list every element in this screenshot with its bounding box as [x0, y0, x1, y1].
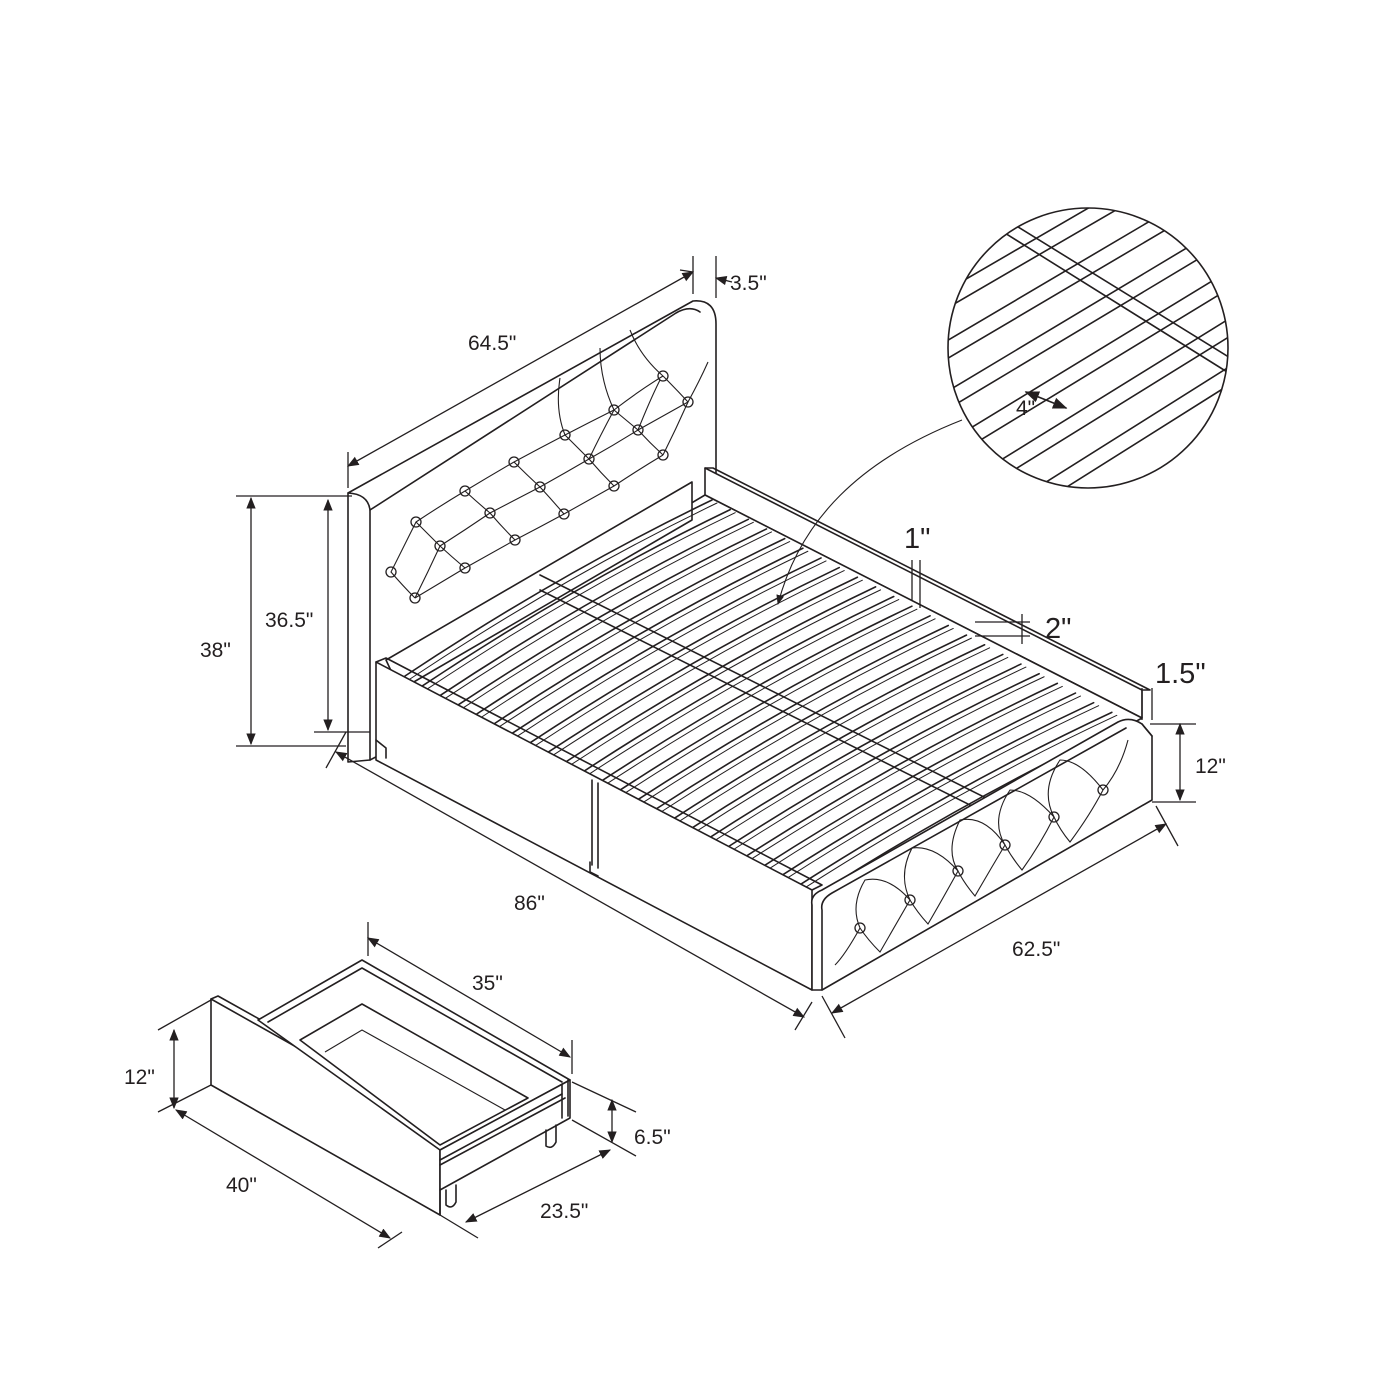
- bed-length-label: 86": [514, 892, 545, 915]
- rail-gap-label: 1": [904, 523, 930, 555]
- detail-slat-edge: [948, 281, 1228, 463]
- slat: [510, 557, 822, 735]
- slat-edge: [781, 705, 1100, 883]
- slat-detail-callout: [776, 207, 1229, 605]
- slat: [457, 528, 768, 706]
- slat-edge: [409, 502, 718, 680]
- drawer-inner-length-label: 35": [472, 972, 503, 995]
- detail-slat-edge: [948, 208, 1228, 319]
- slat-edge: [568, 589, 882, 767]
- drawer: [210, 959, 571, 1216]
- rail-height-label: 2": [1045, 613, 1071, 645]
- slat-edge: [480, 541, 791, 719]
- detail-slat: [948, 208, 1228, 349]
- bed-width-label: 62.5": [1012, 938, 1060, 961]
- slat: [404, 499, 713, 677]
- slat-edge: [533, 570, 845, 748]
- drawer-depth-label: 23.5": [540, 1200, 588, 1223]
- detail-slat-edge: [948, 233, 1228, 415]
- total-height-label: 38": [200, 639, 231, 662]
- slat-edge: [462, 531, 773, 709]
- footboard-height-label: 12": [1195, 755, 1226, 778]
- detail-slat: [953, 359, 1228, 488]
- footboard-thickness-label: 1.5": [1155, 658, 1206, 690]
- slat: [775, 701, 1095, 880]
- slat-edge: [427, 512, 736, 690]
- slat: [421, 508, 731, 687]
- slat-edge: [444, 521, 754, 699]
- dimension-lines: [157, 256, 1196, 1249]
- slat-spacing-label: 4": [1016, 397, 1035, 420]
- slat: [474, 537, 786, 716]
- slat: [581, 595, 895, 774]
- drawer-height-label: 12": [124, 1066, 155, 1089]
- headboard-height-label: 36.5": [265, 609, 313, 632]
- slat: [528, 566, 841, 745]
- slat: [439, 518, 750, 697]
- detail-slat: [948, 208, 1228, 301]
- detail-slat-edge: [953, 377, 1228, 488]
- detail-rail-edge: [1009, 221, 1228, 365]
- drawer-inner-height-label: 6.5": [634, 1126, 671, 1149]
- slat: [492, 547, 804, 726]
- slat-edge: [763, 695, 1081, 873]
- slat: [563, 586, 877, 764]
- headboard-depth-label: 3.5": [730, 272, 767, 295]
- drawer-length-label: 40": [226, 1174, 257, 1197]
- detail-rail: [999, 229, 1228, 381]
- slat-edge: [586, 599, 900, 777]
- headboard-width-label: 64.5": [468, 332, 516, 355]
- slat: [545, 576, 859, 755]
- detail-slat: [948, 263, 1228, 445]
- slat-edge: [497, 550, 809, 728]
- slat-edge: [551, 579, 863, 757]
